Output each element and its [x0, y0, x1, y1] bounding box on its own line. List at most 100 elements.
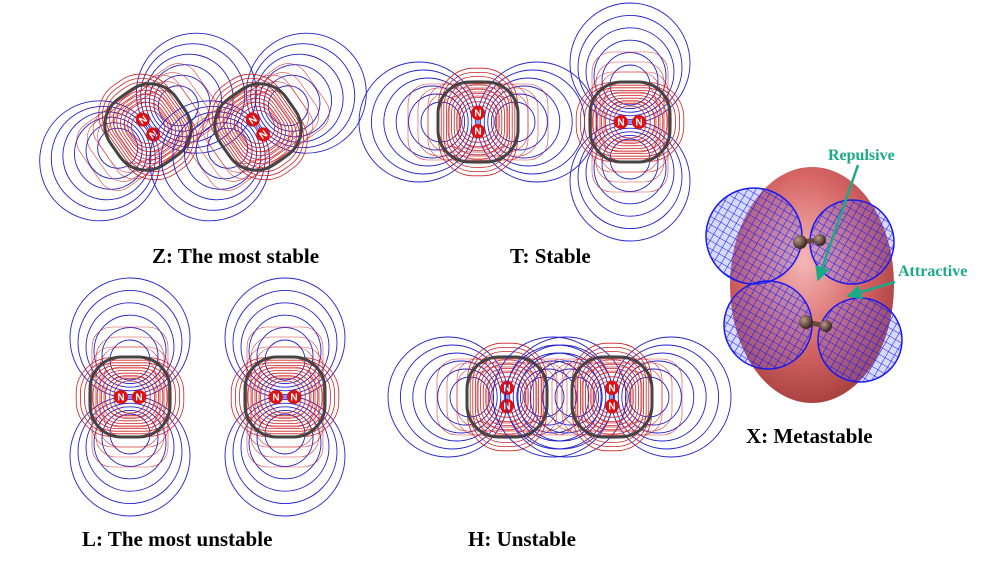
- nucleus-label: N: [474, 127, 481, 138]
- nucleus-label: N: [617, 118, 624, 129]
- nucleus-n: [146, 127, 161, 142]
- zero-contour: [436, 80, 520, 164]
- nucleus-n: [135, 112, 150, 127]
- positive-contour: [472, 351, 542, 443]
- zero-contour: [88, 355, 172, 439]
- positive-contour: [482, 367, 532, 426]
- negative-contour: [614, 344, 720, 450]
- wireframe-lobe-upper-left: [705, 187, 803, 285]
- positive-contour: [590, 372, 634, 422]
- repulsive-arrow: [815, 164, 860, 282]
- nucleus-label: N: [608, 384, 615, 395]
- negative-contour: [577, 124, 683, 230]
- nucleus-n: [632, 115, 646, 129]
- positive-contour: [233, 101, 283, 153]
- negative-contour: [492, 336, 614, 458]
- nucleus-n: [256, 127, 271, 142]
- positive-contour: [92, 367, 168, 427]
- negative-contour: [256, 409, 314, 467]
- positive-contour: [596, 95, 664, 149]
- positive-contour: [237, 105, 279, 149]
- nucleus-n: [614, 115, 628, 129]
- positive-contour: [230, 97, 286, 157]
- negative-contour: [153, 74, 211, 132]
- positive-contour: [487, 376, 526, 418]
- negative-contour: [245, 32, 367, 154]
- positive-contour: [601, 97, 660, 147]
- positive-contour: [592, 92, 668, 152]
- positive-contour: [246, 346, 324, 468]
- negative-contour: [504, 344, 610, 450]
- negative-contour: [232, 399, 338, 505]
- negative-contour: [624, 368, 682, 426]
- zero-contour: [570, 355, 654, 439]
- nucleus-label: N: [117, 393, 124, 404]
- wireframe-lobe-upper-right: [809, 199, 895, 285]
- positive-contour: [96, 370, 164, 424]
- positive-contour: [582, 359, 642, 435]
- negative-contour: [144, 53, 234, 143]
- zero-contour: [465, 355, 549, 439]
- positive-contour: [469, 346, 545, 447]
- molecule: NN: [149, 32, 367, 222]
- positive-contour: [609, 103, 651, 142]
- positive-contour: [109, 377, 151, 416]
- molecule: NN: [39, 32, 257, 222]
- positive-contour: [113, 81, 199, 162]
- positive-contour: [251, 370, 319, 424]
- positive-contour: [477, 359, 537, 435]
- negative-contour: [69, 395, 191, 517]
- positive-contour: [585, 363, 639, 431]
- atom-ball: [799, 315, 813, 329]
- positive-contour: [116, 93, 180, 161]
- positive-contour: [476, 366, 558, 428]
- negative-contour: [101, 327, 159, 385]
- negative-contour: [93, 406, 167, 480]
- positive-contour: [591, 71, 669, 193]
- negative-contour: [263, 74, 321, 132]
- nucleus-n: [132, 390, 146, 404]
- positive-contour: [443, 76, 513, 168]
- repulsive-label: Repulsive: [828, 147, 895, 164]
- negative-contour: [149, 64, 222, 138]
- positive-contour: [447, 91, 529, 153]
- negative-contour: [505, 336, 627, 458]
- negative-contour: [593, 131, 667, 205]
- positive-contour: [223, 81, 309, 162]
- positive-contour: [222, 89, 294, 165]
- negative-contour: [585, 27, 675, 117]
- positive-contour: [593, 376, 632, 418]
- positive-contour: [599, 91, 661, 173]
- nucleus-label: N: [503, 402, 510, 413]
- atom-ball: [793, 235, 807, 249]
- attractive-arrow: [846, 280, 896, 300]
- positive-contour: [264, 377, 306, 416]
- positive-contour: [239, 362, 331, 432]
- nucleus-n: [471, 106, 485, 120]
- attractive-label: Attractive: [898, 263, 967, 280]
- negative-contour: [85, 402, 175, 492]
- positive-contour: [453, 93, 503, 152]
- wireframe-lobe-lower-left: [723, 280, 813, 370]
- positive-contour: [260, 375, 310, 419]
- zero-contour: [103, 82, 193, 172]
- positive-contour: [451, 88, 505, 156]
- positive-contour: [456, 97, 500, 147]
- nucleus-n: [500, 381, 514, 395]
- negative-contour: [412, 352, 502, 442]
- negative-contour: [370, 69, 476, 175]
- negative-contour: [77, 399, 183, 505]
- negative-contour: [224, 277, 346, 399]
- negative-contour: [519, 368, 577, 426]
- negative-contour: [248, 314, 322, 388]
- positive-contour: [99, 366, 161, 448]
- negative-contour: [160, 105, 266, 211]
- negative-contour: [542, 368, 600, 426]
- positive-contour: [574, 346, 650, 447]
- negative-contour: [62, 111, 152, 201]
